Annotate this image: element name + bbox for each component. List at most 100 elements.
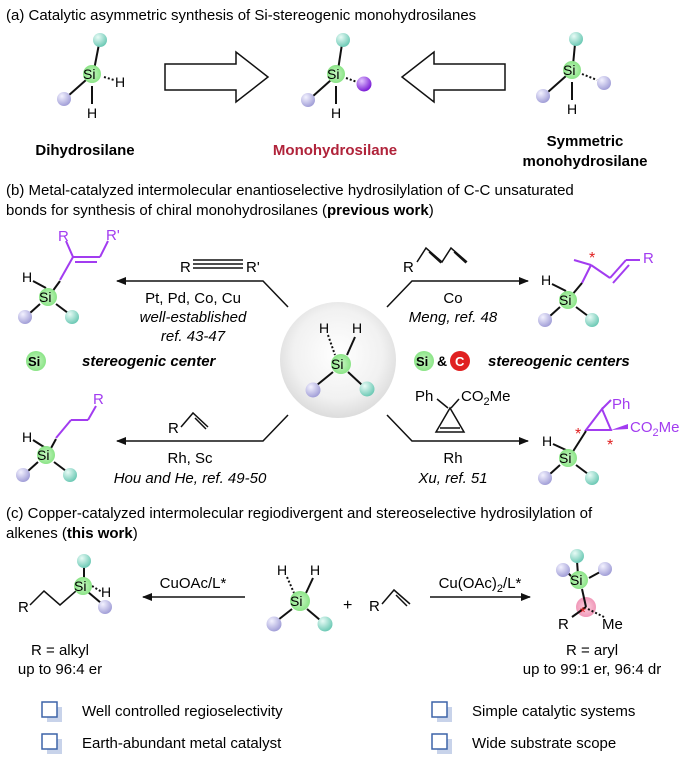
- section-b-title-1: (b) Metal-catalyzed intermolecular enant…: [6, 182, 574, 199]
- tl-product-structure: H Si R R': [18, 227, 120, 324]
- tl-alkyne-reagent: R R': [180, 259, 260, 276]
- c-right-catalyst: Cu(OAc)2/L*: [439, 575, 522, 595]
- bl-catalysts: Rh, Sc: [167, 450, 213, 467]
- label-dihydrosilane: Dihydrosilane: [35, 142, 134, 159]
- c-left-er: up to 96:4 er: [18, 661, 102, 678]
- svg-text:H: H: [22, 429, 32, 445]
- feature-label-2: Earth-abundant metal catalyst: [82, 735, 282, 752]
- br-star-2: *: [607, 437, 613, 454]
- sym-h-label: H: [567, 101, 577, 117]
- feature-item-3: Simple catalytic systems: [431, 701, 635, 722]
- central-dihydrosilane: H H Si: [305, 320, 375, 398]
- c-right-er: up to 99:1 er, 96:4 dr: [523, 661, 661, 678]
- bl-ref: Hou and He, ref. 49-50: [114, 470, 267, 487]
- svg-text:R: R: [403, 259, 414, 276]
- label-monohydrosilane: Monohydrosilane: [273, 142, 397, 159]
- arrow-top-left: [116, 277, 289, 308]
- tr-ref: Meng, ref. 48: [409, 309, 498, 326]
- tr-catalyst: Co: [443, 290, 462, 307]
- si-c-badge-c: C: [455, 354, 465, 369]
- c-right-r-def: R = aryl: [566, 642, 618, 659]
- open-arrow-left: [400, 50, 506, 104]
- svg-text:Si: Si: [559, 450, 571, 466]
- c-left-r-def: R = alkyl: [31, 642, 89, 659]
- svg-text:R': R': [246, 259, 260, 276]
- svg-text:R: R: [18, 599, 29, 616]
- svg-text:R: R: [558, 616, 569, 633]
- bl-alkene-reagent: R: [168, 411, 209, 437]
- center-h1: H: [319, 320, 329, 336]
- svg-text:R': R': [106, 227, 120, 244]
- tr-star: *: [589, 250, 595, 267]
- svg-text:Si: Si: [37, 447, 49, 463]
- dihydro-si-label: Si: [83, 66, 95, 82]
- arrow-bottom-right: [386, 414, 529, 445]
- dihydro-h-label-2: H: [87, 105, 97, 121]
- br-catalyst: Rh: [443, 450, 462, 467]
- svg-text:H: H: [101, 584, 111, 600]
- sym-si-label: Si: [563, 62, 575, 78]
- feature-label-3: Simple catalytic systems: [472, 703, 635, 720]
- svg-text:H: H: [277, 562, 287, 578]
- si-badge-bg: [26, 351, 46, 371]
- br-star-1: *: [575, 426, 581, 443]
- c-alkene-reagent: R: [369, 588, 411, 615]
- bl-product-structure: H Si R: [16, 391, 104, 482]
- svg-text:Si: Si: [74, 578, 86, 594]
- br-cyclopropene-reagent: Ph CO2Me: [415, 388, 510, 433]
- svg-text:Ph: Ph: [415, 388, 433, 405]
- svg-text:Me: Me: [602, 616, 623, 633]
- tl-ref: ref. 43-47: [161, 328, 226, 345]
- svg-text:CO2Me: CO2Me: [630, 419, 679, 439]
- center-h2: H: [352, 320, 362, 336]
- si-c-stereogenic-label: stereogenic centers: [488, 353, 630, 370]
- svg-text:CO2Me: CO2Me: [461, 388, 510, 408]
- svg-text:Si: Si: [39, 289, 51, 305]
- c-left-catalyst: CuOAc/L*: [160, 575, 227, 592]
- si-c-badge-si: Si: [416, 354, 428, 369]
- section-a-title: (a) Catalytic asymmetric synthesis of Si…: [6, 7, 476, 24]
- svg-text:R: R: [369, 598, 380, 615]
- monohydrosilane-structure: Si H: [301, 33, 372, 121]
- tr-product-structure: * H Si R: [538, 250, 654, 327]
- svg-text:R: R: [643, 250, 654, 267]
- c-center-dihydrosilane: H H Si: [266, 562, 333, 632]
- br-ref: Xu, ref. 51: [417, 470, 487, 487]
- label-symmetric-2: monohydrosilane: [522, 153, 647, 170]
- c-plus: +: [343, 597, 352, 614]
- svg-text:Si: Si: [559, 292, 571, 308]
- si-badge: Si: [28, 354, 40, 369]
- svg-text:Ph: Ph: [612, 396, 630, 413]
- dihydro-h-label-1: H: [115, 74, 125, 90]
- svg-text:H: H: [310, 562, 320, 578]
- svg-text:Si: Si: [290, 593, 302, 609]
- mono-si-label: Si: [327, 66, 339, 82]
- si-stereogenic-label: stereogenic center: [82, 353, 217, 370]
- svg-text:H: H: [22, 269, 32, 285]
- svg-text:R: R: [58, 228, 69, 245]
- arrow-bottom-left: [116, 414, 289, 445]
- section-b-title-2: bonds for synthesis of chiral monohydros…: [6, 202, 434, 219]
- svg-text:Si: Si: [570, 572, 582, 588]
- svg-text:*: *: [580, 604, 586, 621]
- svg-text:R: R: [168, 420, 179, 437]
- svg-text:H: H: [542, 433, 552, 449]
- tl-catalysts: Pt, Pd, Co, Cu: [145, 290, 241, 307]
- section-c-title-2: alkenes (this work): [6, 525, 138, 542]
- feature-item-1: Well controlled regioselectivity: [41, 701, 283, 722]
- tl-note: well-established: [140, 309, 247, 326]
- svg-text:H: H: [541, 272, 551, 288]
- br-product-structure: Ph CO2Me * * H Si: [538, 396, 679, 485]
- si-c-amp: &: [437, 353, 447, 369]
- feature-label-1: Well controlled regioselectivity: [82, 703, 283, 720]
- c-left-product-structure: R Si H: [18, 554, 112, 616]
- feature-item-2: Earth-abundant metal catalyst: [41, 733, 282, 754]
- label-symmetric: Symmetric: [547, 133, 624, 150]
- si-c-badge-c-bg: [450, 351, 470, 371]
- mono-h-label: H: [331, 105, 341, 121]
- dihydrosilane-structure: Si H H: [57, 33, 125, 121]
- symmetric-monohydrosilane-structure: Si H: [536, 32, 611, 117]
- center-si: Si: [331, 356, 343, 372]
- si-c-badge-si-bg: [414, 351, 434, 371]
